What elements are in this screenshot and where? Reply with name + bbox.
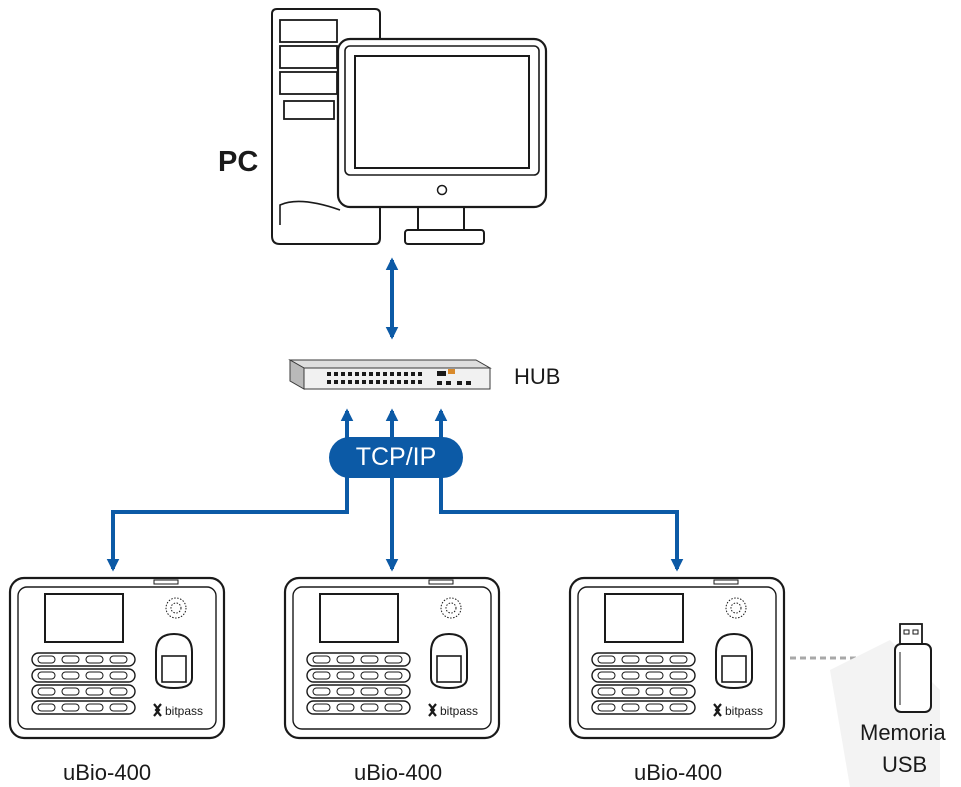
device-2-label: uBio-400 [354, 760, 443, 785]
usb-label-line2: USB [882, 752, 928, 777]
usb-label-line1: Memoria [860, 720, 946, 745]
hub-switch [288, 359, 492, 390]
device-3-brand: bitpass [725, 704, 763, 718]
device-1-label: uBio-400 [63, 760, 152, 785]
pc-label: PC [218, 146, 259, 178]
device-links [106, 470, 684, 572]
device-2-brand: bitpass [440, 704, 478, 718]
tcp-ip-badge [329, 437, 463, 478]
pc-monitor [336, 37, 548, 245]
device-3-label: uBio-400 [634, 760, 723, 785]
usb-drive-icon [894, 623, 932, 713]
tcp-ip-label: TCP/IP [355, 443, 437, 471]
device-1-brand: bitpass [165, 704, 203, 718]
hub-label: HUB [514, 364, 561, 389]
